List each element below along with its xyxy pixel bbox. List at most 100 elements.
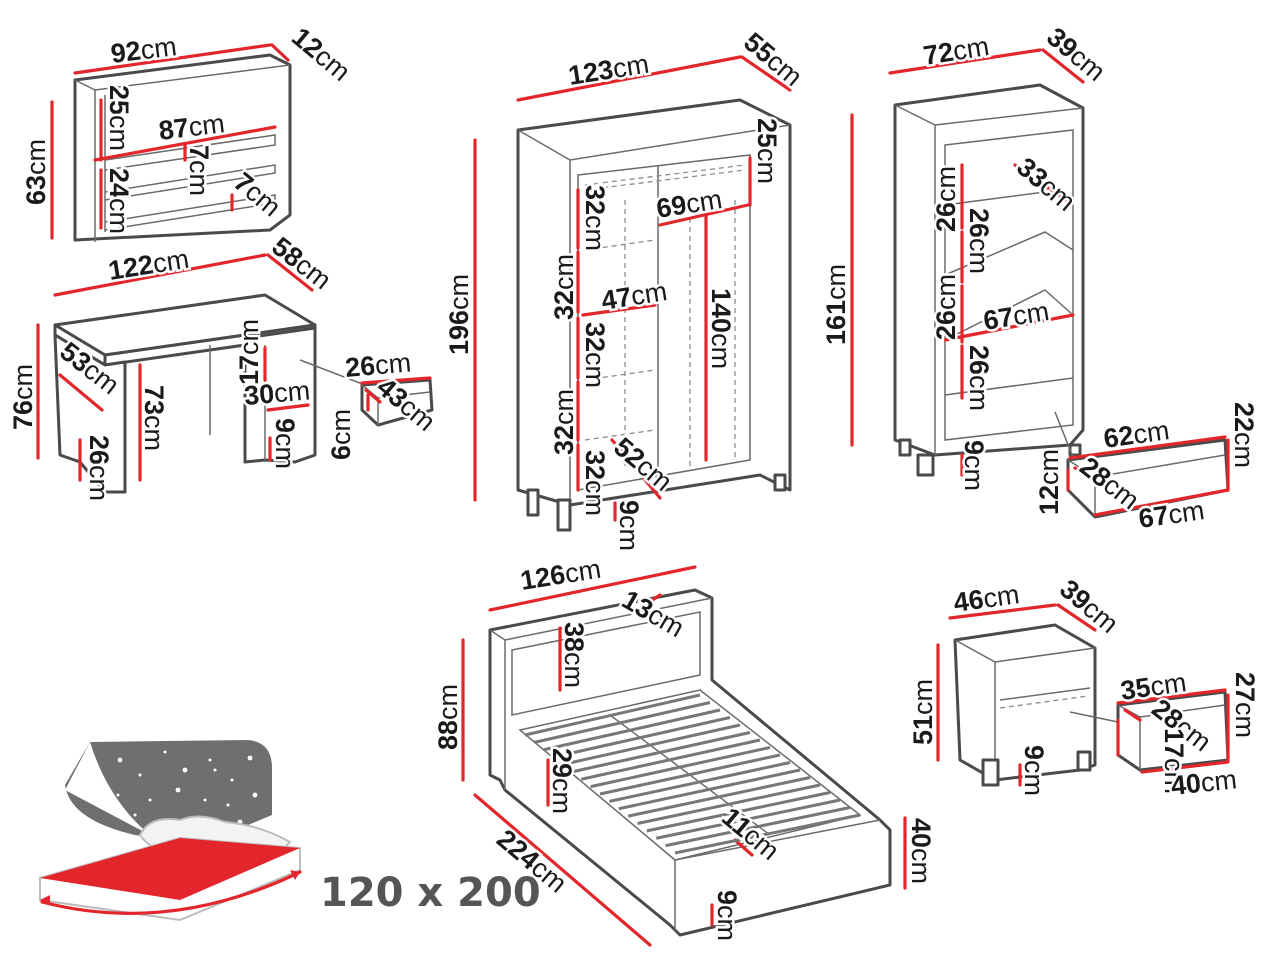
star-icon (175, 787, 181, 793)
star-icon (138, 773, 142, 777)
star-icon (117, 757, 123, 763)
star-icon (148, 798, 152, 802)
bookcase-height: 161cm (821, 264, 851, 345)
bed-slat (618, 768, 801, 811)
bed-slat (674, 813, 861, 855)
wardrobe-shelf-4: 32cm (549, 389, 579, 455)
mattress-icon (39, 740, 302, 922)
desk-labels: 122cm 58cm 76cm 53cm 73cm 26cm 17cm 30cm… (6, 229, 340, 504)
desk-drawer-width: 26cm (344, 347, 412, 383)
bed-slat (665, 806, 851, 848)
bed-slat (627, 776, 811, 818)
desk-drawer-height: 6cm (326, 409, 356, 460)
wall-shelf (50, 43, 292, 242)
bed-slat (543, 708, 721, 752)
nightstand-drawer-bottom: 40cm (1169, 764, 1238, 801)
nightstand-labels: 46cm 39cm 51cm 9cm (906, 571, 1127, 798)
nightstand (936, 603, 1119, 787)
wardrobe-shelf-5: 32cm (580, 450, 610, 516)
wall-shelf-depth: 12cm (286, 22, 356, 87)
bed-slat (590, 746, 771, 789)
bed-head-height: 88cm (433, 684, 463, 750)
star-icon (213, 768, 217, 772)
star-icon (230, 778, 234, 782)
bed-foot-height: 40cm (906, 818, 936, 884)
bed-slat (524, 693, 701, 737)
bookcase-drawer-front: 12cm (1034, 449, 1064, 515)
bed-slat (646, 791, 831, 833)
desk-plinth: 9cm (270, 418, 300, 469)
star-icon (247, 755, 253, 761)
bed-slat (580, 738, 761, 781)
desk-knee-height: 73cm (139, 385, 169, 451)
wall-shelf-inner-width: 87cm (157, 108, 226, 146)
bookcase-shelf-2: 26cm (964, 208, 994, 274)
desk-drawer-width: 30cm (243, 375, 311, 411)
wardrobe-height: 196cm (444, 274, 474, 355)
wardrobe-hang-width: 69cm (654, 184, 724, 224)
nightstand-drawer-width: 35cm (1119, 667, 1189, 706)
star-icon (116, 793, 120, 797)
nightstand-drawer (1116, 688, 1230, 774)
wardrobe-width: 123cm (566, 49, 651, 91)
bed-plinth: 9cm (712, 890, 742, 941)
desk-drawer (299, 359, 434, 427)
desk-width: 122cm (106, 244, 191, 286)
bookcase-shelf-4: 26cm (964, 345, 994, 411)
wall-shelf-top-gap: 25cm (104, 85, 134, 151)
wall-shelf-width: 92cm (109, 31, 178, 69)
wall-shelf-height: 63cm (21, 139, 51, 205)
wall-shelf-shelf-a: 7cm (184, 145, 214, 196)
bookcase-width: 72cm (921, 31, 991, 71)
nightstand-drawer-front: 17cm (1159, 728, 1189, 794)
night-sky-panel (65, 740, 272, 845)
mattress-size-label: 120 x 200 (320, 870, 541, 916)
wardrobe-depth: 55cm (738, 27, 808, 92)
desk-leg-width: 26cm (84, 435, 114, 501)
star-icon (226, 803, 230, 807)
wardrobe (473, 55, 792, 532)
bed-slat (562, 723, 741, 766)
wardrobe-hang-height: 140cm (706, 288, 736, 369)
desk (36, 253, 317, 494)
bed-slats (524, 693, 861, 855)
nightstand-plinth: 9cm (1019, 745, 1049, 796)
bed-slat (637, 783, 821, 825)
bed-slat (655, 798, 841, 840)
mattress-top (40, 838, 300, 900)
bookcase-drawer-bottom: 67cm (1137, 495, 1207, 534)
star-icon (203, 798, 207, 802)
star-icon (208, 758, 212, 762)
wardrobe-shelf-1: 32cm (580, 185, 610, 251)
desk-drawer-labels: 26cm 43cm 6cm (324, 345, 444, 463)
bed-slat (571, 731, 751, 774)
wardrobe-shelf-3: 32cm (580, 322, 610, 388)
bookcase (850, 48, 1085, 477)
bed (461, 565, 907, 947)
desk-height: 76cm (8, 364, 38, 430)
wardrobe-shelf-2: 32cm (549, 254, 579, 320)
wardrobe-labels: 123cm 55cm 196cm 25cm 69cm 140cm 47cm 32… (442, 24, 811, 553)
bookcase-shelf-3: 26cm (931, 274, 961, 340)
wardrobe-plinth: 9cm (614, 500, 644, 551)
wardrobe-top-gap: 25cm (752, 118, 782, 184)
bed-frame-height: 29cm (547, 748, 577, 814)
desk-drawer-front: 17cm (234, 319, 264, 385)
nightstand-height: 51cm (908, 679, 938, 745)
bed-slat (599, 753, 781, 796)
wall-shelf-bottom-gap: 24cm (104, 168, 134, 234)
nightstand-width: 46cm (952, 579, 1022, 618)
star-icon (163, 750, 167, 754)
bookcase-inner-width: 67cm (981, 296, 1051, 336)
bookcase-shelf-1: 26cm (931, 166, 961, 232)
star-icon (133, 813, 137, 817)
nightstand-drawer-height: 27cm (1230, 672, 1260, 738)
bookcase-drawer (1066, 435, 1230, 519)
bed-slat (609, 761, 791, 803)
bed-slat (552, 716, 731, 759)
star-icon (98, 776, 102, 780)
bookcase-plinth: 9cm (959, 440, 989, 491)
star-icon (252, 792, 258, 798)
bookcase-drawer-width: 62cm (1102, 415, 1172, 454)
